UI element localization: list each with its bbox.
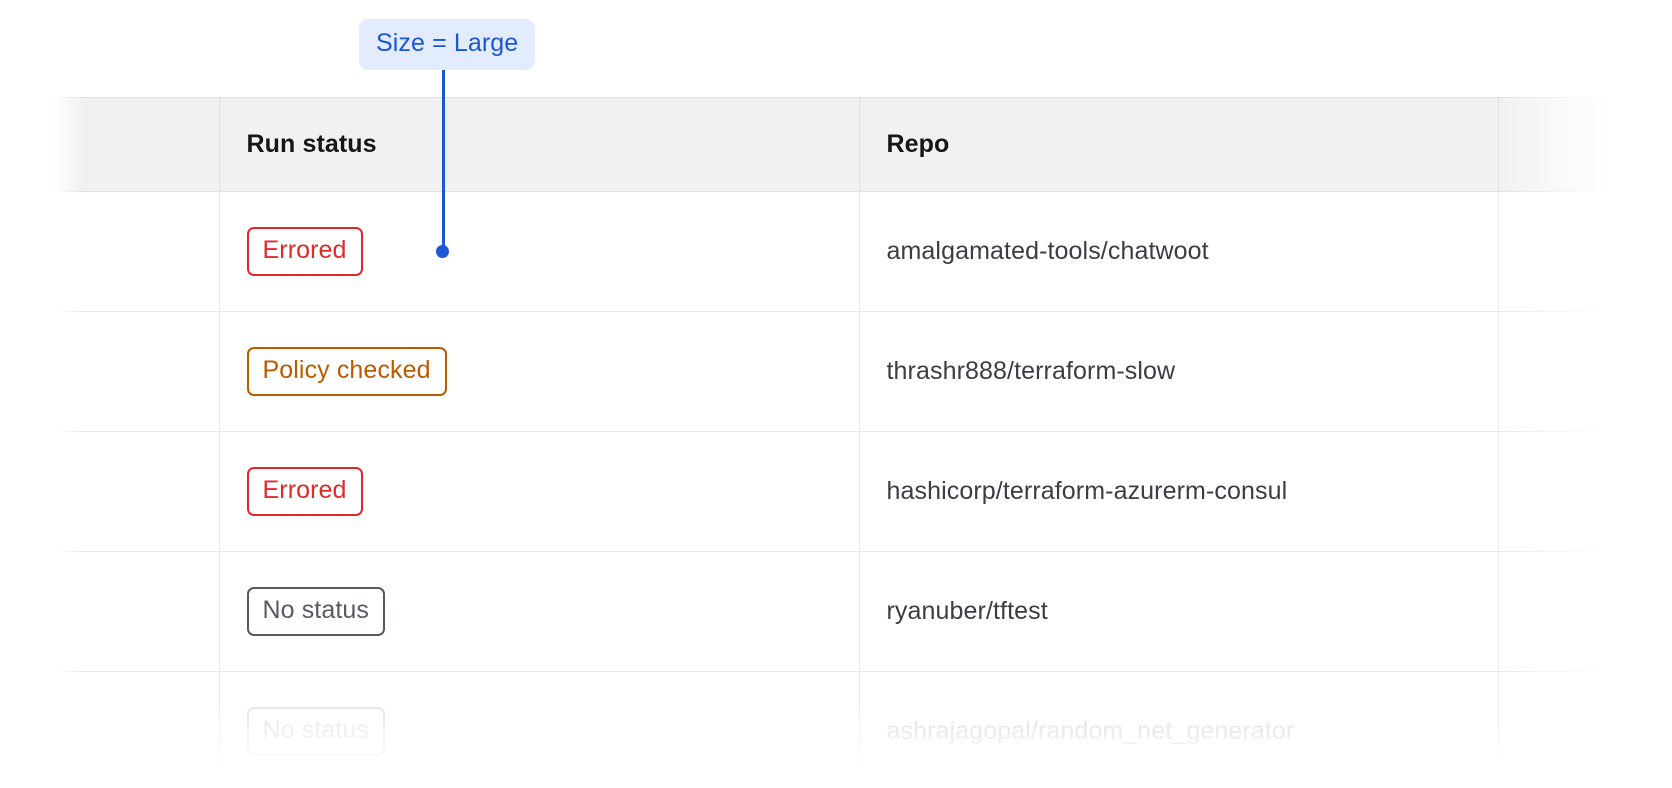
repo-name: amalgamated-tools/chatwoot xyxy=(886,237,1209,265)
row-run-status-cell: No status xyxy=(218,671,859,788)
row-blank-cell xyxy=(53,671,219,788)
row-run-status-cell: Policy checked xyxy=(218,311,859,432)
table-row[interactable]: No status ashrajagopal/random_net_genera… xyxy=(0,671,1672,788)
row-gutter-right xyxy=(1497,671,1672,788)
repo-name: thrashr888/terraform-slow xyxy=(886,357,1176,385)
header-run-status[interactable]: Run status xyxy=(218,97,859,192)
row-run-status-cell: Errored xyxy=(218,431,859,552)
status-badge[interactable]: Policy checked xyxy=(246,347,447,396)
table-row[interactable]: No status ryanuber/tftest xyxy=(0,551,1672,672)
table-body: Errored amalgamated-tools/chatwoot Polic… xyxy=(0,191,1672,788)
status-badge-wrap: No status xyxy=(220,587,386,636)
status-badge-wrap: Errored xyxy=(220,467,363,516)
status-badge[interactable]: No status xyxy=(246,587,386,636)
row-blank-cell xyxy=(53,551,219,672)
row-gutter-left xyxy=(0,191,54,312)
row-repo-cell: ryanuber/tftest xyxy=(858,551,1498,672)
annotation-connector-line xyxy=(442,57,445,249)
header-gutter-right xyxy=(1497,97,1672,192)
header-blank-column xyxy=(53,97,219,192)
repo-name: ashrajagopal/random_net_generator xyxy=(886,717,1295,745)
status-badge[interactable]: No status xyxy=(246,707,386,756)
row-gutter-left xyxy=(0,671,54,788)
header-run-status-label: Run status xyxy=(246,130,377,158)
status-badge[interactable]: Errored xyxy=(246,227,363,276)
repo-name: hashicorp/terraform-azurerm-consul xyxy=(886,477,1288,505)
annotation-target-dot xyxy=(436,245,449,258)
row-gutter-right xyxy=(1497,431,1672,552)
table-header-row: Run status Repo xyxy=(0,97,1672,192)
row-repo-cell: thrashr888/terraform-slow xyxy=(858,311,1498,432)
status-badge-wrap: No status xyxy=(220,707,386,756)
status-badge-wrap: Policy checked xyxy=(220,347,447,396)
table-row[interactable]: Errored amalgamated-tools/chatwoot xyxy=(0,191,1672,312)
row-blank-cell xyxy=(53,191,219,312)
row-run-status-cell: Errored xyxy=(218,191,859,312)
status-badge[interactable]: Errored xyxy=(246,467,363,516)
row-gutter-right xyxy=(1497,191,1672,312)
runs-table: Run status Repo Errored amalgama xyxy=(0,97,1672,788)
row-repo-cell: amalgamated-tools/chatwoot xyxy=(858,191,1498,312)
row-repo-cell: ashrajagopal/random_net_generator xyxy=(858,671,1498,788)
repo-name: ryanuber/tftest xyxy=(886,597,1048,625)
header-gutter-left xyxy=(0,97,54,192)
table-row[interactable]: Policy checked thrashr888/terraform-slow xyxy=(0,311,1672,432)
row-run-status-cell: No status xyxy=(218,551,859,672)
row-repo-cell: hashicorp/terraform-azurerm-consul xyxy=(858,431,1498,552)
row-gutter-left xyxy=(0,551,54,672)
status-badge-wrap: Errored xyxy=(220,227,363,276)
size-annotation-chip: Size = Large xyxy=(359,19,536,70)
row-gutter-left xyxy=(0,311,54,432)
table-row[interactable]: Errored hashicorp/terraform-azurerm-cons… xyxy=(0,431,1672,552)
size-annotation: Size = Large xyxy=(359,19,536,70)
row-blank-cell xyxy=(53,431,219,552)
header-repo[interactable]: Repo xyxy=(858,97,1498,192)
table-header: Run status Repo xyxy=(0,97,1672,192)
row-gutter-right xyxy=(1497,311,1672,432)
row-gutter-left xyxy=(0,431,54,552)
runs-table-container[interactable]: Run status Repo Errored amalgama xyxy=(0,97,1672,788)
row-blank-cell xyxy=(53,311,219,432)
header-repo-label: Repo xyxy=(886,130,950,158)
row-gutter-right xyxy=(1497,551,1672,672)
